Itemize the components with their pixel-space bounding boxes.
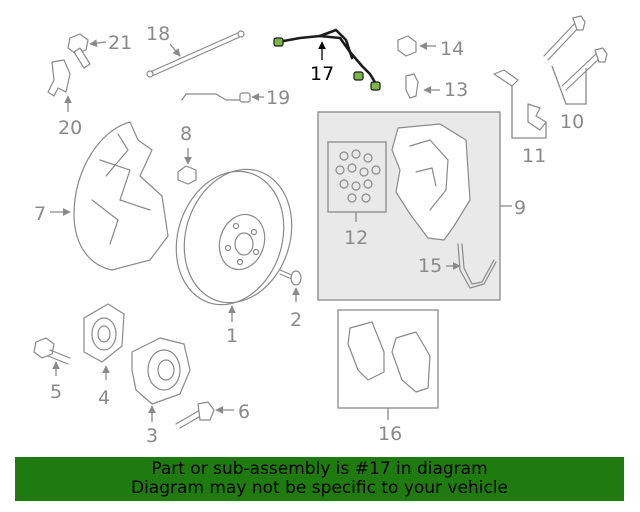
callout-3: 3: [146, 425, 158, 447]
callout-8: 8: [180, 123, 192, 145]
part-18-rod[interactable]: [146, 30, 245, 78]
part-6-bolt[interactable]: [175, 401, 215, 429]
callout-14: 14: [440, 38, 464, 60]
part-12-hardware-kit[interactable]: [327, 141, 387, 213]
callout-10: 10: [560, 111, 584, 133]
part-13-fitting[interactable]: [405, 73, 419, 99]
part-3-wheel-hub[interactable]: [131, 337, 191, 405]
info-banner: Part or sub-assembly is #17 in diagram D…: [15, 457, 624, 501]
part-17-wiring-harness[interactable]: [273, 28, 381, 91]
callout-6: 6: [238, 401, 250, 423]
callout-7: 7: [34, 203, 46, 225]
part-11-clips[interactable]: [493, 69, 547, 131]
part-20-sensor[interactable]: [47, 59, 71, 97]
part-15-wear-sensor[interactable]: [457, 243, 497, 289]
part-4-hub-bearing[interactable]: [83, 303, 125, 363]
part-7-dust-shield[interactable]: [73, 121, 169, 271]
part-16-brake-pads[interactable]: [337, 309, 439, 409]
banner-line-part: Part or sub-assembly is #17 in diagram: [151, 459, 488, 479]
callout-5: 5: [50, 381, 62, 403]
part-5-bolt[interactable]: [33, 337, 71, 365]
parts-diagram: 21 20 18 19 17 14 13: [33, 15, 608, 447]
callout-13: 13: [444, 79, 468, 101]
banner-line-disclaimer: Diagram may not be specific to your vehi…: [130, 478, 508, 498]
callout-9: 9: [514, 197, 526, 219]
callout-2: 2: [290, 309, 302, 331]
callout-18: 18: [146, 23, 170, 45]
part-21-bolt[interactable]: [67, 33, 91, 69]
callout-21: 21: [108, 32, 132, 54]
part-9-caliper-assembly[interactable]: [317, 111, 501, 301]
part-2-screw[interactable]: [279, 269, 302, 286]
callout-17: 17: [310, 63, 334, 85]
callout-15: 15: [418, 255, 442, 277]
callout-11: 11: [522, 145, 546, 167]
callout-16: 16: [378, 423, 402, 445]
part-14-connector[interactable]: [397, 35, 417, 57]
callout-4: 4: [98, 387, 110, 409]
part-1-brake-rotor[interactable]: [160, 155, 309, 318]
part-10-bolts[interactable]: [543, 15, 608, 91]
part-8-nut[interactable]: [177, 165, 197, 185]
callout-1: 1: [226, 325, 238, 347]
callout-12: 12: [344, 227, 368, 249]
part-19-wear-sensor[interactable]: [181, 92, 251, 103]
callout-20: 20: [58, 117, 82, 139]
callout-19: 19: [266, 87, 290, 109]
